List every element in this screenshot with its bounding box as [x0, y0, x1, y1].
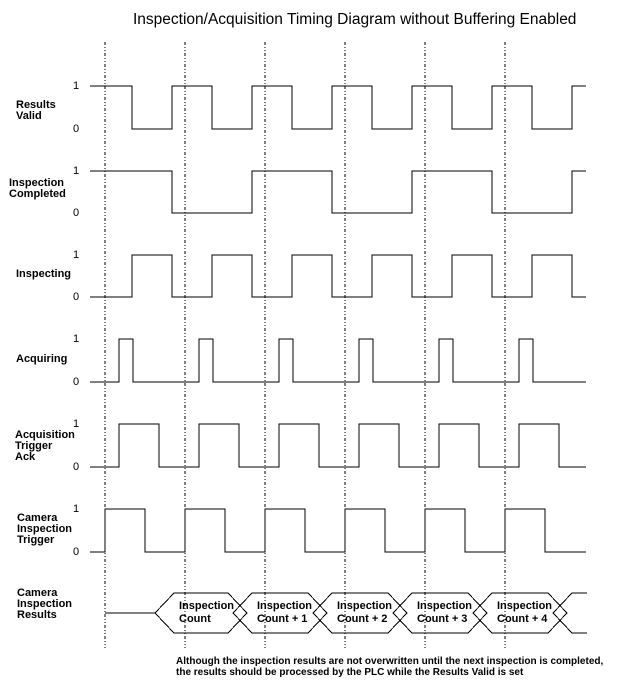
signal-label-inspection-completed-line: Inspection [9, 177, 65, 189]
level-high-marker: 1 [72, 333, 80, 345]
bus-segment-label: Count + 4 [497, 613, 548, 625]
signal-label-camera-inspection-results-line: Results [17, 609, 57, 621]
signal-label-acquisition-trigger-ack-line: Acquisition [15, 429, 75, 441]
bus-segment [472, 592, 568, 634]
signal-label-camera-inspection-trigger-line: Trigger [17, 534, 55, 546]
signal-label-inspection-completed-line: Completed [9, 188, 66, 200]
bus-segment-label: Inspection [179, 600, 234, 612]
level-low-marker: 0 [72, 461, 80, 473]
waveform-inspection-completed [90, 170, 586, 214]
bus-segment [312, 592, 408, 634]
level-low-marker: 0 [72, 291, 80, 303]
waveform-acquiring [90, 338, 586, 383]
bus-segment [232, 592, 328, 634]
level-high-marker: 1 [72, 249, 80, 261]
signal-label-acquisition-trigger-ack-line: Trigger [15, 440, 53, 452]
bus-segment [392, 592, 488, 634]
signal-label-camera-inspection-trigger-line: Camera [17, 512, 58, 524]
signal-label-acquiring: Acquiring [16, 354, 67, 365]
level-low-marker: 0 [72, 123, 80, 135]
level-high-marker: 1 [72, 165, 80, 177]
signal-label-inspecting: Inspecting [16, 269, 71, 280]
waveform-results-valid [90, 85, 586, 130]
bus-tail [552, 592, 587, 634]
level-low-marker: 0 [72, 546, 80, 558]
signal-label-camera-inspection-trigger-line: Inspection [17, 523, 73, 535]
signal-label-inspecting-line: Inspecting [16, 268, 72, 280]
bus-segment-label: Inspection [257, 600, 312, 612]
bus-segment-label: Inspection [497, 600, 552, 612]
level-low-marker: 0 [72, 207, 80, 219]
waveform-camera-inspection-trigger [90, 508, 586, 553]
bus-segment-label: Count [179, 613, 211, 625]
level-low-marker: 0 [72, 376, 80, 388]
signal-label-acquisition-trigger-ack-line: Ack [15, 451, 36, 463]
waveform-acquisition-trigger-ack [90, 423, 586, 468]
footnote-line: Although the inspection results are not … [176, 656, 604, 667]
footnote: Although the inspection results are not … [176, 656, 603, 678]
signal-label-results-valid-line: Valid [16, 110, 42, 122]
signal-label-camera-inspection-results-line: Inspection [17, 598, 73, 610]
signal-label-camera-inspection-results-line: Camera [17, 587, 58, 599]
bus-segment-label: Inspection [337, 600, 392, 612]
diagram-title: Inspection/Acquisition Timing Diagram wi… [133, 11, 577, 28]
bus-segment [154, 592, 248, 634]
waveform-inspecting [90, 254, 586, 298]
bus-segment-label: Count + 2 [337, 613, 387, 625]
bus-segment-label: Count + 3 [417, 613, 467, 625]
footnote-line: the results should be processed by the P… [176, 667, 524, 678]
signal-label-acquiring-line: Acquiring [16, 353, 68, 365]
level-high-marker: 1 [72, 418, 80, 430]
bus-segment-label: Count + 1 [257, 613, 307, 625]
bus-segment-label: Inspection [417, 600, 472, 612]
level-high-marker: 1 [72, 503, 80, 515]
level-high-marker: 1 [72, 80, 80, 92]
signal-label-results-valid-line: Results [16, 99, 56, 111]
